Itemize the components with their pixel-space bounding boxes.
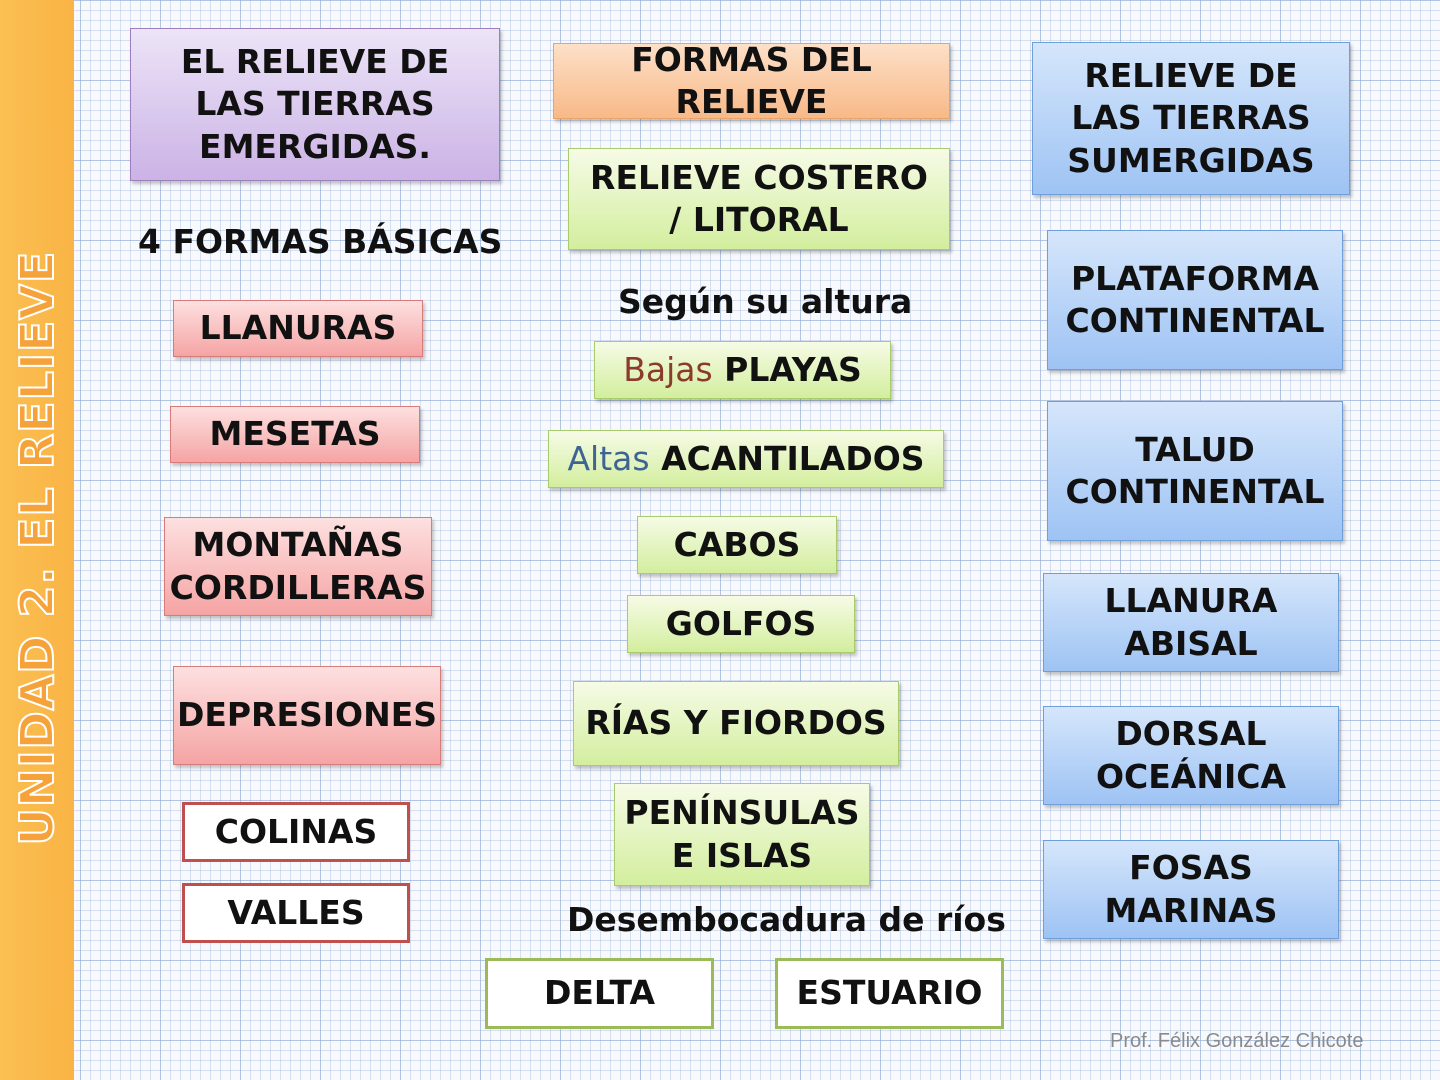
llanuras-box: LLANURAS: [173, 300, 423, 357]
acantilados-box: Altas ACANTILADOS: [548, 430, 944, 488]
valles-box: VALLES: [182, 883, 410, 943]
plataforma-box: PLATAFORMA CONTINENTAL: [1047, 230, 1343, 370]
relief-forms-header-text: FORMAS DEL RELIEVE: [631, 39, 872, 121]
river-mouth-label: Desembocadura de ríos: [567, 900, 1006, 939]
colinas-box: COLINAS: [182, 802, 410, 862]
author-credit: Prof. Félix González Chicote: [1110, 1030, 1364, 1052]
playas-text: Bajas PLAYAS: [623, 349, 862, 391]
plataforma-text: PLATAFORMA CONTINENTAL: [1065, 258, 1325, 340]
unit-title: UNIDAD 2. EL RELIEVE: [9, 250, 65, 847]
coastal-relief-box: RELIEVE COSTERO / LITORAL: [568, 148, 950, 250]
golfos-text: GOLFOS: [665, 603, 817, 643]
peninsulas-text: PENÍNSULAS E ISLAS: [624, 793, 860, 875]
height-label: Según su altura: [618, 282, 913, 321]
llanura-abisal-box: LLANURA ABISAL: [1043, 573, 1339, 672]
valles-text: VALLES: [227, 892, 365, 932]
dorsal-box: DORSAL OCEÁNICA: [1043, 706, 1339, 805]
fosas-box: FOSAS MARINAS: [1043, 840, 1339, 939]
mesetas-text: MESETAS: [209, 414, 381, 454]
talud-text: TALUD CONTINENTAL: [1065, 429, 1325, 511]
acantilados-text: Altas ACANTILADOS: [567, 438, 924, 480]
rias-fiordos-box: RÍAS Y FIORDOS: [573, 681, 899, 766]
relief-forms-header: FORMAS DEL RELIEVE: [553, 40, 950, 121]
delta-box: DELTA: [485, 958, 714, 1029]
sidebar-band: UNIDAD 2. EL RELIEVE: [0, 0, 74, 1080]
acantilados-label: ACANTILADOS: [661, 438, 925, 478]
altas-prefix: Altas: [567, 438, 650, 478]
emerged-lands-header: EL RELIEVE DE LAS TIERRAS EMERGIDAS.: [130, 28, 500, 181]
fosas-text: FOSAS MARINAS: [1104, 848, 1278, 930]
cabos-text: CABOS: [673, 524, 801, 564]
estuario-box: ESTUARIO: [775, 958, 1004, 1029]
golfos-box: GOLFOS: [627, 595, 855, 653]
playas-box: Bajas PLAYAS: [594, 341, 891, 399]
talud-box: TALUD CONTINENTAL: [1047, 401, 1343, 541]
rias-fiordos-text: RÍAS Y FIORDOS: [585, 703, 887, 743]
coastal-relief-text: RELIEVE COSTERO / LITORAL: [590, 157, 928, 239]
depresiones-text: DEPRESIONES: [176, 695, 438, 735]
cabos-box: CABOS: [637, 516, 837, 574]
emerged-lands-header-text: EL RELIEVE DE LAS TIERRAS EMERGIDAS.: [180, 42, 450, 166]
basic-forms-label: 4 FORMAS BÁSICAS: [138, 222, 503, 261]
submerged-lands-header: RELIEVE DE LAS TIERRAS SUMERGIDAS: [1032, 42, 1350, 195]
montanas-box: MONTAÑAS CORDILLERAS: [164, 517, 432, 616]
delta-text: DELTA: [544, 973, 655, 1013]
mesetas-box: MESETAS: [170, 406, 420, 463]
montanas-text: MONTAÑAS CORDILLERAS: [169, 525, 427, 607]
bajas-prefix: Bajas: [623, 349, 713, 389]
playas-label: PLAYAS: [724, 349, 862, 389]
llanuras-text: LLANURAS: [199, 308, 397, 348]
peninsulas-box: PENÍNSULAS E ISLAS: [614, 783, 870, 886]
colinas-text: COLINAS: [214, 811, 378, 851]
llanura-abisal-text: LLANURA ABISAL: [1104, 581, 1278, 663]
depresiones-box: DEPRESIONES: [173, 666, 441, 765]
dorsal-text: DORSAL OCEÁNICA: [1095, 714, 1286, 796]
estuario-text: ESTUARIO: [796, 973, 983, 1013]
submerged-lands-header-text: RELIEVE DE LAS TIERRAS SUMERGIDAS: [1067, 56, 1315, 180]
